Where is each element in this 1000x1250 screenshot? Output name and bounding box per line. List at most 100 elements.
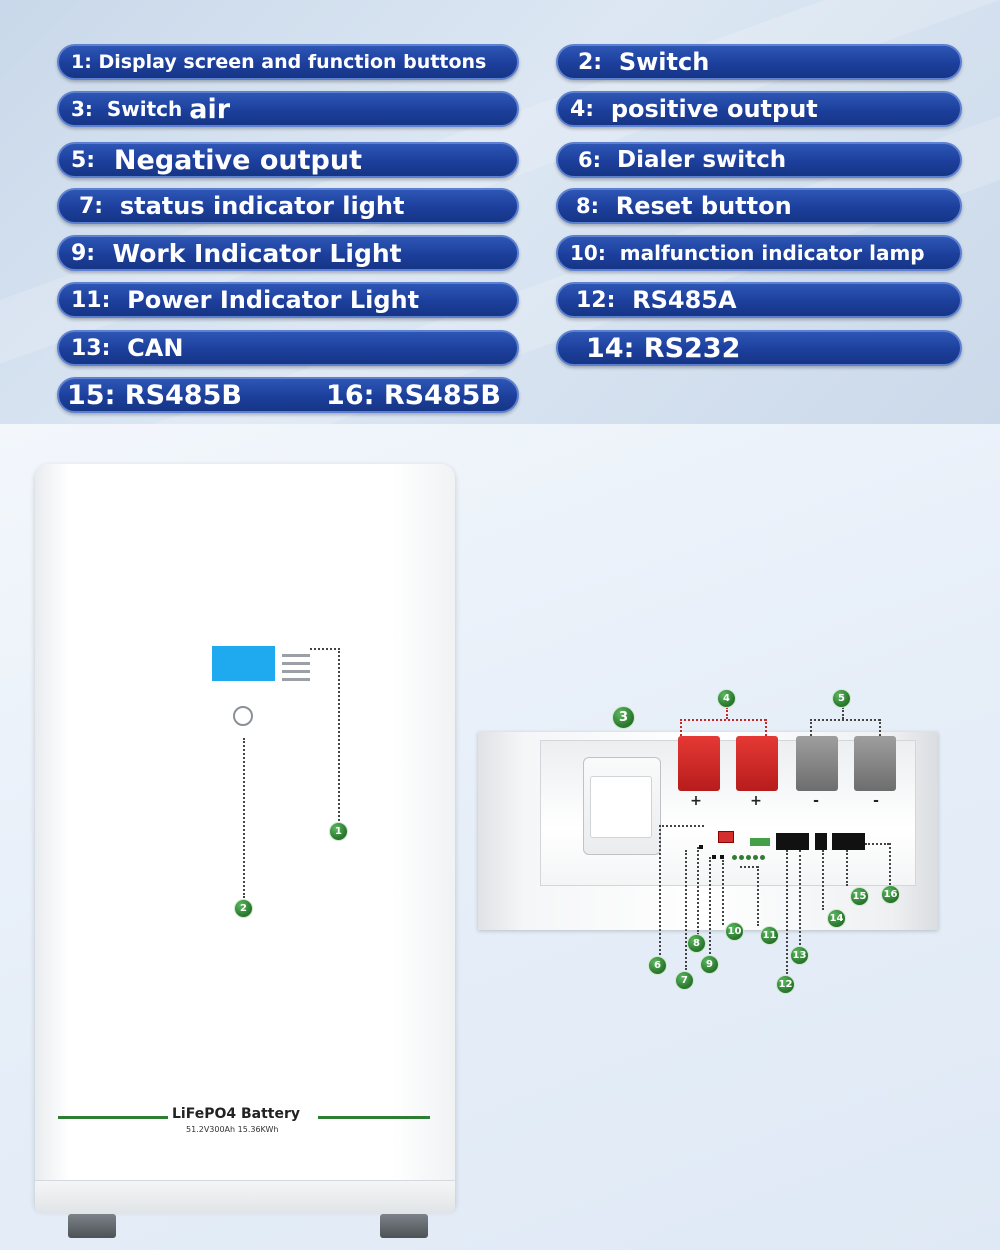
legend-item-number: 8: xyxy=(576,194,600,218)
callout-badge-15: 15 xyxy=(850,887,869,906)
positive-terminal xyxy=(736,736,778,791)
product-spec: 51.2V300Ah 15.36KWh xyxy=(186,1125,279,1134)
legend-item-number: 15: xyxy=(67,379,116,411)
callout-line xyxy=(740,866,758,868)
legend-item-label: RS485B xyxy=(124,379,242,411)
legend-item-9: 9: Work Indicator Light xyxy=(57,235,519,271)
callout-line xyxy=(697,847,699,935)
positive-terminal xyxy=(678,736,720,791)
cabinet-foot xyxy=(68,1214,116,1238)
air-switch-cover xyxy=(590,776,652,838)
callout-badge-7: 7 xyxy=(675,971,694,990)
legend-item-label: RS232 xyxy=(643,332,741,364)
legend-item-label: Switch xyxy=(618,48,710,76)
legend-item-number: 5: xyxy=(71,147,96,173)
legend-item-number: 3: xyxy=(71,97,93,121)
legend-item-label: Power Indicator Light xyxy=(127,286,420,314)
legend-item-number: 6: xyxy=(578,148,602,172)
cabinet-foot xyxy=(380,1214,428,1238)
callout-line xyxy=(726,707,728,719)
malfunction-indicator xyxy=(720,855,724,859)
callout-line xyxy=(889,843,891,885)
legend-item-label: Reset button xyxy=(615,192,792,220)
callout-line xyxy=(243,738,245,898)
plus-sign: + xyxy=(750,793,762,809)
legend-item-11: 11: Power Indicator Light xyxy=(57,282,519,318)
rs232-port xyxy=(815,833,827,850)
callout-line xyxy=(680,719,766,721)
legend-item-label: Dialer switch xyxy=(617,147,787,173)
callout-line xyxy=(765,719,767,736)
legend-item-label-extra: air xyxy=(189,93,231,125)
function-button xyxy=(282,662,310,665)
legend-item-12: 12: RS485A xyxy=(556,282,962,318)
callout-line xyxy=(786,850,788,974)
callout-line xyxy=(842,707,844,719)
legend-item-number: 2: xyxy=(578,49,603,75)
legend-item-1: 1: Display screen and function buttons xyxy=(57,44,519,80)
legend-item-number: 4: xyxy=(570,96,595,122)
legend-item-14: 14: RS232 xyxy=(556,330,962,366)
callout-badge-9: 9 xyxy=(700,955,719,974)
callout-badge-5: 5 xyxy=(832,689,851,708)
legend-item-number: 13: xyxy=(71,335,111,361)
callout-line xyxy=(680,719,682,736)
callout-badge-4: 4 xyxy=(717,689,736,708)
callout-badge-16: 16 xyxy=(881,885,900,904)
power-switch-icon xyxy=(233,706,253,726)
legend-item-label: RS485B xyxy=(383,379,501,411)
callout-badge-11: 11 xyxy=(760,926,779,945)
callout-line xyxy=(810,719,880,721)
callout-line xyxy=(685,850,687,970)
callout-line xyxy=(310,648,340,650)
work-indicator xyxy=(712,855,716,859)
legend-item-label: Negative output xyxy=(113,144,362,176)
negative-terminal xyxy=(854,736,896,791)
battery-cabinet xyxy=(35,464,455,1209)
legend-item-3: 3: Switch air xyxy=(57,91,519,127)
legend-item-13: 13: CAN xyxy=(57,330,519,366)
indicator-led xyxy=(760,855,765,860)
legend-item-label: status indicator light xyxy=(119,192,405,220)
legend-item-number: 14: xyxy=(586,332,635,364)
display-screen xyxy=(212,646,275,681)
callout-line xyxy=(810,719,812,736)
callout-line xyxy=(757,866,759,926)
callout-line xyxy=(822,850,824,910)
legend-item-8: 8: Reset button xyxy=(556,188,962,224)
legend-item-5: 5: Negative output xyxy=(57,142,519,178)
callout-line xyxy=(846,850,848,886)
dialer-switch xyxy=(718,831,734,843)
callout-line xyxy=(659,825,661,955)
legend-item-label: positive output xyxy=(610,95,818,123)
indicator-led xyxy=(739,855,744,860)
indicator-led xyxy=(732,855,737,860)
legend-item-15: 15: RS485B xyxy=(67,380,242,411)
legend-item-label: CAN xyxy=(127,334,184,362)
legend-panel: 1: Display screen and function buttons 3… xyxy=(0,0,1000,424)
cabinet-base xyxy=(35,1180,455,1214)
legend-item-4: 4: positive output xyxy=(556,91,962,127)
legend-item-7: 7: status indicator light xyxy=(57,188,519,224)
indicator-led xyxy=(753,855,758,860)
legend-item-6: 6: Dialer switch xyxy=(556,142,962,178)
callout-badge-13: 13 xyxy=(790,946,809,965)
callout-badge-3: 3 xyxy=(612,706,635,729)
callout-badge-12: 12 xyxy=(776,975,795,994)
callout-line xyxy=(865,843,889,845)
callout-line xyxy=(722,860,724,925)
legend-item-label: Display screen and function buttons xyxy=(98,51,487,73)
legend-item-number: 7: xyxy=(79,193,104,219)
product-name: LiFePO4 Battery xyxy=(172,1106,301,1122)
callout-line xyxy=(879,719,881,736)
indicator-led xyxy=(746,855,751,860)
callout-badge-2: 2 xyxy=(234,899,253,918)
callout-badge-6: 6 xyxy=(648,956,667,975)
legend-item-number: 1: xyxy=(71,51,92,73)
legend-item-number: 12: xyxy=(576,287,616,313)
legend-item-number: 11: xyxy=(71,287,111,313)
negative-terminal xyxy=(796,736,838,791)
function-button xyxy=(282,670,310,673)
status-pins xyxy=(750,838,770,846)
reset-button xyxy=(699,845,703,849)
